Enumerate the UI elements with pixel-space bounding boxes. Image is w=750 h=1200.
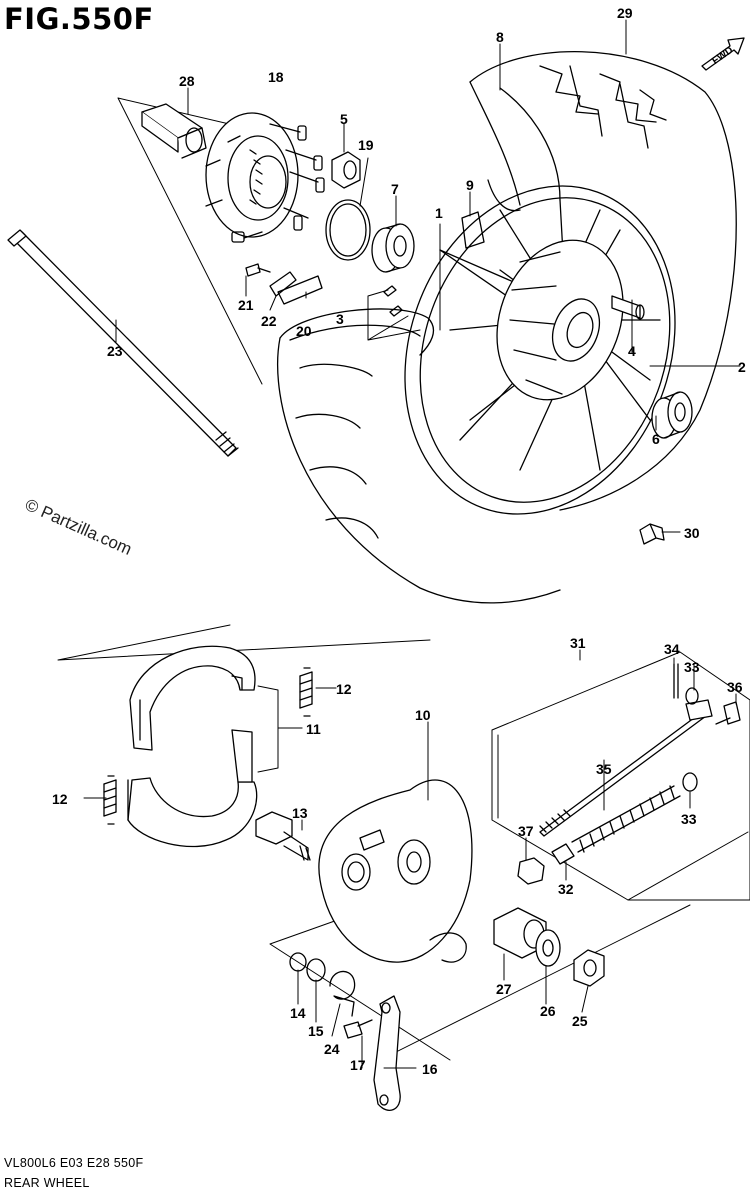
spring-24-drawing [329, 970, 356, 1017]
callout-37: 37 [518, 823, 534, 839]
callout-25: 25 [572, 1013, 588, 1029]
callout-19: 19 [358, 137, 374, 153]
callout-28: 28 [179, 73, 195, 89]
figure-title: FIG.550F [4, 2, 154, 36]
spring-upper-drawing [299, 667, 313, 717]
washer-26-drawing [535, 929, 561, 967]
callout-20: 20 [296, 323, 312, 339]
spacer-27-drawing [493, 907, 547, 959]
washer-33-upper-drawing [685, 687, 699, 705]
joint-32-drawing [551, 843, 575, 865]
rim-band-drawing [461, 211, 485, 249]
brake-panel-outline [269, 904, 691, 1061]
callout-6: 6 [652, 431, 660, 447]
spring-lower-drawing [103, 775, 117, 825]
callout-14: 14 [290, 1005, 306, 1021]
hub-drum-drawing [496, 239, 624, 401]
brake-panel-drawing [318, 779, 473, 963]
nut-25-drawing [573, 949, 605, 987]
callout-24: 24 [324, 1041, 340, 1057]
fwd-arrow-icon [701, 37, 745, 71]
callout-15: 15 [308, 1023, 324, 1039]
bearing-7-drawing [371, 223, 415, 273]
callout-36: 36 [727, 679, 743, 695]
callout-18: 18 [268, 69, 284, 85]
callout-8: 8 [496, 29, 504, 45]
brake-cam-drawing [255, 811, 311, 861]
o-ring-drawing [325, 199, 371, 261]
brake-shoe-lower-drawing [127, 729, 258, 848]
callout-33b: 33 [681, 811, 697, 827]
spacer-drawing [141, 103, 207, 159]
hub-flange-drawing [205, 112, 325, 243]
cotter-pin-drawing [673, 663, 679, 699]
callout-21: 21 [238, 297, 254, 313]
nut-37-drawing [517, 857, 545, 885]
leader-lines [83, 19, 741, 1069]
rod-spring-drawing [571, 785, 681, 853]
callout-31: 31 [570, 635, 586, 651]
callout-27: 27 [496, 981, 512, 997]
callout-16: 16 [422, 1061, 438, 1077]
brake-shoe-outline [57, 624, 431, 661]
callout-22: 22 [261, 313, 277, 329]
tire-drawing [469, 51, 737, 511]
bearing-6-drawing [651, 391, 693, 439]
brake-rod-drawing [539, 699, 713, 837]
callout-11: 11 [306, 721, 321, 737]
callout-1: 1 [435, 205, 443, 221]
brake-arm-drawing [373, 995, 401, 1111]
callout-12b: 12 [52, 791, 68, 807]
brake-shoe-bracket [257, 685, 303, 773]
washer-22-drawing [269, 271, 297, 297]
callout-32: 32 [558, 881, 574, 897]
callout-35: 35 [596, 761, 612, 777]
bolt-21-drawing [245, 263, 271, 277]
callout-9: 9 [466, 177, 474, 193]
callout-33a: 33 [684, 659, 700, 675]
callout-5: 5 [340, 111, 348, 127]
collar-drawing [611, 295, 645, 320]
pin-36-drawing [715, 701, 741, 725]
hub-nut-drawing [331, 151, 361, 189]
callout-13: 13 [292, 805, 308, 821]
rod-assembly-frame [491, 651, 750, 901]
washer-33-lower-drawing [682, 772, 698, 792]
valve-cap-drawing [639, 523, 665, 545]
callout-10: 10 [415, 707, 431, 723]
callout-34: 34 [664, 641, 680, 657]
callout-29: 29 [617, 5, 633, 21]
callout-12a: 12 [336, 681, 352, 697]
bolt-17-drawing [343, 1019, 373, 1039]
callout-7: 7 [391, 181, 399, 197]
callout-2: 2 [738, 359, 746, 375]
callout-23: 23 [107, 343, 123, 359]
footer-name: REAR WHEEL [4, 1176, 90, 1190]
brake-shoe-upper-drawing [129, 645, 256, 751]
callout-3: 3 [336, 311, 344, 327]
spoke-nipple-drawing [383, 285, 403, 317]
plate-20-drawing [277, 275, 323, 305]
callout-30: 30 [684, 525, 700, 541]
callout-17: 17 [350, 1057, 366, 1073]
callout-26: 26 [540, 1003, 556, 1019]
callout-4: 4 [628, 343, 636, 359]
footer-code: VL800L6 E03 E28 550F [4, 1156, 144, 1170]
axle-drawing [7, 229, 239, 457]
